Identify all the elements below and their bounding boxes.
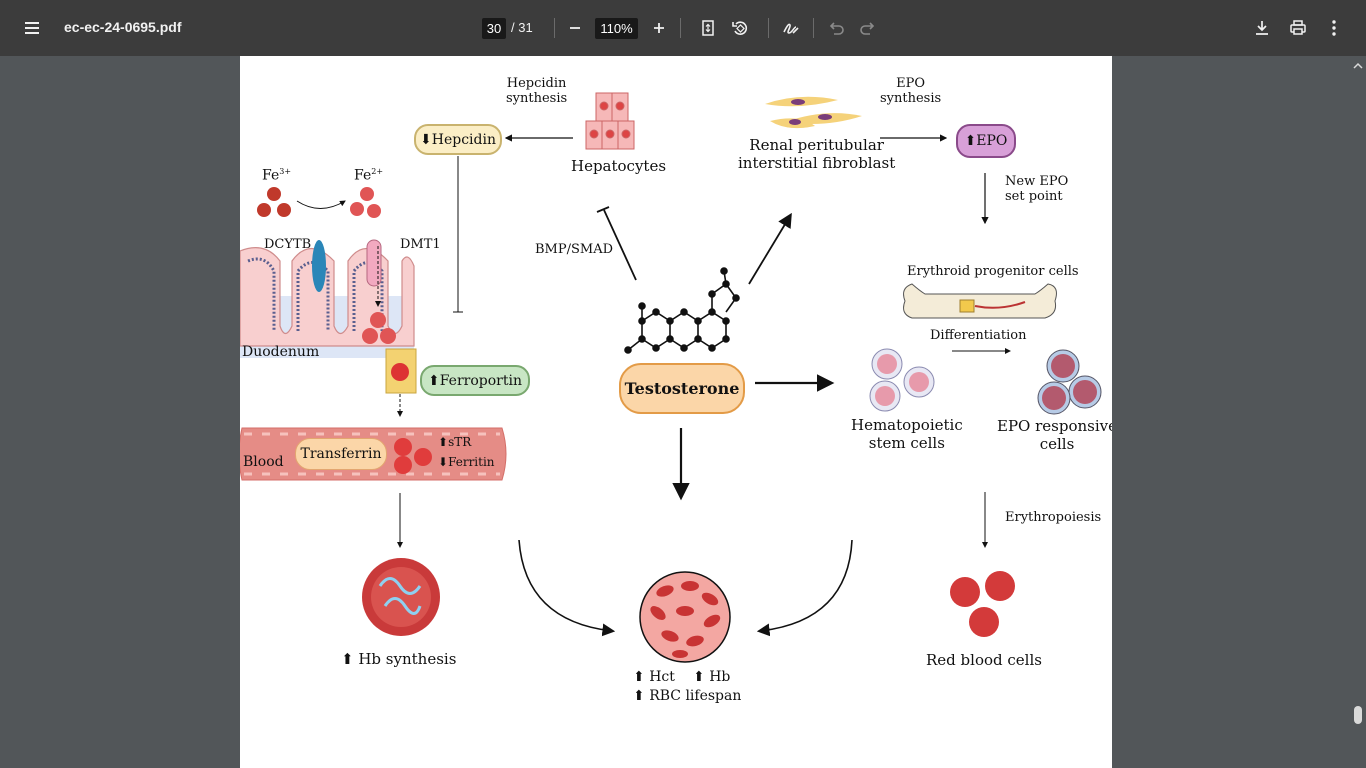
fit-page-icon[interactable]: [696, 16, 720, 40]
up-arrow-icon: ⬆: [964, 133, 977, 149]
bmp-smad-label: BMP/SMAD: [535, 242, 614, 257]
menu-icon[interactable]: [20, 16, 44, 40]
testosterone-badge: Testosterone: [619, 363, 745, 414]
scroll-thumb[interactable]: [1354, 706, 1362, 724]
blood-label: Blood: [243, 454, 284, 470]
toolbar-divider: [680, 18, 681, 38]
differentiation-label: Differentiation: [930, 328, 1027, 343]
download-icon[interactable]: [1250, 16, 1274, 40]
rbc-lifespan-label: ⬆ RBC lifespan: [633, 688, 742, 704]
hepcidin-badge: ⬇Hepcidin: [414, 124, 502, 155]
epo-responsive-cells: [1037, 349, 1102, 415]
hepatocytes-label: Hepatocytes: [571, 157, 667, 175]
red-blood-cells-label: Red blood cells: [926, 651, 1042, 669]
duodenum-label: Duodenum: [242, 344, 320, 360]
vertical-scrollbar[interactable]: [1350, 56, 1366, 768]
erythropoiesis-label: Erythropoiesis: [1005, 510, 1102, 525]
hepatocytes-cells: [585, 92, 635, 150]
ferritin-label: ⬇Ferritin: [438, 455, 495, 469]
up-arrow-icon: ⬆: [633, 669, 650, 685]
hb-synthesis-label: ⬆ Hb synthesis: [341, 650, 457, 668]
zoom-in-button[interactable]: [647, 16, 671, 40]
hematopoietic-stem-cells-label: Hematopoietic stem cells: [851, 416, 963, 452]
epo-badge: ⬆EPO: [956, 124, 1016, 158]
pdf-toolbar: ec-ec-24-0695.pdf 30 / 31 110%: [0, 0, 1366, 56]
up-arrow-icon: ⬆: [438, 435, 449, 449]
zoom-out-button[interactable]: [563, 16, 587, 40]
down-arrow-icon: ⬇: [438, 455, 449, 469]
up-arrow-icon: ⬆: [341, 650, 359, 668]
testosterone-molecule: [624, 267, 740, 354]
print-icon[interactable]: [1286, 16, 1310, 40]
document-title: ec-ec-24-0695.pdf: [64, 19, 182, 35]
annotate-pen-icon[interactable]: [779, 16, 803, 40]
dmt1-label: DMT1: [400, 237, 441, 252]
zoom-level-input[interactable]: 110%: [595, 18, 638, 39]
toolbar-divider: [813, 18, 814, 38]
hct-label: ⬆ Hct: [633, 669, 675, 685]
fe3-label: Fe3+: [262, 167, 292, 184]
renal-fibroblast-label: Renal peritubular interstitial fibroblas…: [738, 136, 896, 172]
transferrin-badge: Transferrin: [295, 438, 387, 470]
down-arrow-icon: ⬇: [420, 131, 432, 148]
hepcidin-synthesis-label: Hepcidin synthesis: [506, 76, 568, 106]
redo-icon[interactable]: [856, 16, 880, 40]
red-blood-cells: [950, 571, 1015, 637]
ferroportin-badge: ⬆Ferroportin: [420, 365, 530, 396]
toolbar-divider: [768, 18, 769, 38]
bone-illustration: [903, 283, 1057, 319]
iron-dots: [257, 187, 291, 217]
pdf-page: Hepcidin synthesis ⬇Hepcidin Hepatocytes…: [240, 56, 1112, 768]
fibroblast-cells: [765, 96, 862, 129]
undo-icon[interactable]: [824, 16, 848, 40]
page-number-input[interactable]: 30: [482, 18, 506, 39]
up-arrow-icon: ⬆: [428, 372, 440, 389]
duodenum-villi: [240, 239, 415, 358]
up-arrow-icon: ⬆: [693, 669, 710, 685]
hsc-cells: [869, 348, 935, 412]
epo-synthesis-label: EPO synthesis: [880, 76, 942, 106]
fe2-label: Fe2+: [354, 167, 384, 184]
page-total: / 31: [511, 20, 533, 35]
epo-responsive-cells-label: EPO responsive cells: [997, 417, 1112, 453]
scroll-up-icon[interactable]: [1350, 58, 1366, 74]
up-arrow-icon: ⬆: [633, 688, 650, 704]
erythroid-progenitor-label: Erythroid progenitor cells: [907, 264, 1079, 279]
new-epo-setpoint-label: New EPO set point: [1005, 174, 1069, 204]
str-label: ⬆sTR: [438, 435, 472, 449]
rotate-icon[interactable]: [728, 16, 752, 40]
hb-label: ⬆ Hb: [693, 669, 731, 685]
toolbar-divider: [554, 18, 555, 38]
more-options-icon[interactable]: [1322, 16, 1346, 40]
dcytb-label: DCYTB: [264, 237, 312, 252]
